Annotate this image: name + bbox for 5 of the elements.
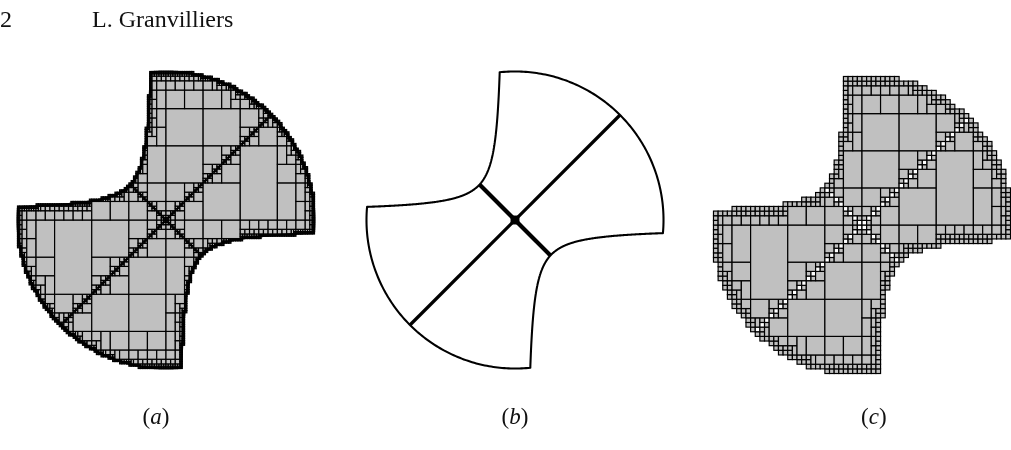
panel-caption: (a): [142, 405, 170, 428]
panel-caption: (c): [861, 405, 887, 428]
panel-caption: (b): [501, 405, 529, 428]
page-number: 2: [0, 7, 12, 31]
running-header: L. Granvilliers: [92, 7, 234, 31]
